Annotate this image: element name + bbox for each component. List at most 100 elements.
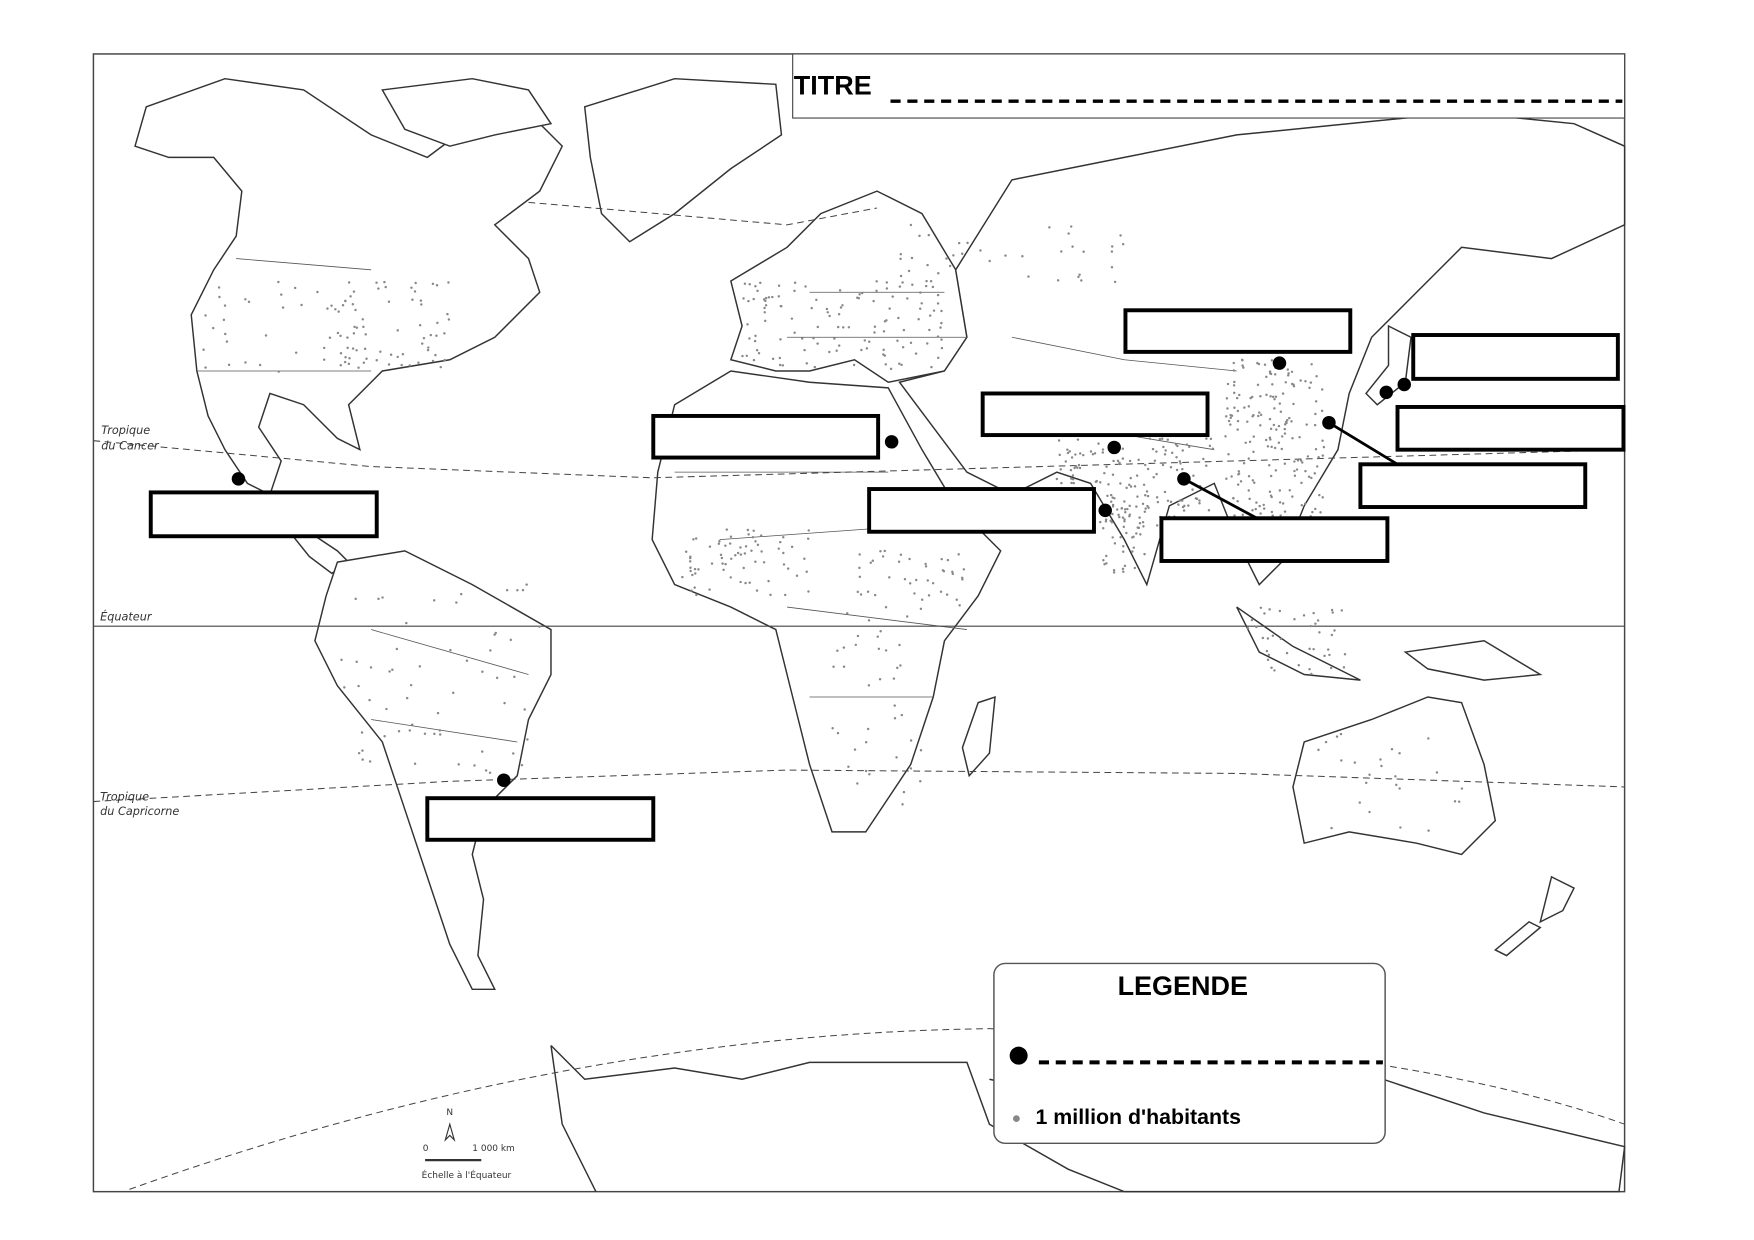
- population-dot: [1082, 453, 1085, 457]
- population-dot: [695, 593, 698, 597]
- population-dot: [919, 779, 922, 783]
- population-dot: [847, 326, 851, 329]
- population-dot: [420, 303, 423, 306]
- population-dot: [1057, 439, 1061, 442]
- label-box-6[interactable]: [1123, 308, 1353, 354]
- population-dot: [1268, 436, 1272, 440]
- population-dot: [1102, 558, 1105, 562]
- population-dot: [1274, 395, 1278, 398]
- population-dot: [1277, 441, 1281, 444]
- label-box-1[interactable]: [148, 490, 379, 539]
- population-dot: [1170, 451, 1174, 455]
- population-dot: [877, 647, 881, 651]
- population-dot: [1270, 359, 1274, 362]
- scale-caption: Échelle à l'Équateur: [422, 1169, 512, 1181]
- population-dot: [1144, 494, 1147, 497]
- population-dot: [957, 553, 960, 556]
- label-box-2[interactable]: [425, 796, 656, 842]
- population-dot: [1064, 460, 1068, 463]
- population-dot: [1209, 437, 1213, 441]
- population-dot: [1066, 448, 1069, 451]
- population-dot: [1256, 383, 1260, 387]
- population-dot: [1155, 496, 1159, 499]
- population-dot: [805, 570, 808, 573]
- label-box-3[interactable]: [651, 413, 881, 460]
- label-box-5[interactable]: [980, 391, 1210, 438]
- population-dot: [779, 304, 783, 308]
- population-dot: [1229, 416, 1232, 420]
- population-dot: [1295, 468, 1299, 471]
- population-dot: [1071, 474, 1075, 477]
- population-dot: [1066, 451, 1070, 455]
- city-dot-mexico: [231, 472, 246, 486]
- population-dot: [346, 336, 349, 339]
- population-dot: [856, 782, 859, 785]
- population-dot: [347, 362, 351, 366]
- population-dot: [1330, 633, 1334, 637]
- population-dot: [1113, 280, 1117, 284]
- population-dot: [455, 601, 458, 604]
- population-dot: [419, 299, 423, 302]
- population-dot: [1121, 242, 1125, 246]
- population-dot: [377, 287, 380, 290]
- label-box-10[interactable]: [1159, 516, 1390, 563]
- population-dot: [1283, 510, 1287, 513]
- equator-label: Équateur: [100, 611, 153, 624]
- population-dot: [438, 729, 442, 732]
- population-dot: [520, 763, 524, 767]
- population-dot: [816, 325, 820, 329]
- population-dot: [842, 646, 846, 649]
- population-dot: [903, 577, 907, 581]
- population-dot: [449, 648, 452, 652]
- population-dot: [362, 361, 366, 364]
- population-dot: [1243, 406, 1246, 409]
- population-dot: [1310, 476, 1313, 480]
- city-dot-delhi: [1107, 440, 1121, 455]
- population-dot: [718, 540, 721, 543]
- population-dot: [1233, 406, 1236, 410]
- population-dot: [931, 285, 935, 289]
- label-box-7[interactable]: [1411, 333, 1620, 381]
- population-dot: [446, 312, 449, 316]
- population-dot: [1232, 384, 1236, 387]
- title-label: TITRE: [794, 70, 872, 100]
- population-dot: [1129, 476, 1132, 480]
- population-dot: [363, 347, 367, 351]
- population-dot: [1284, 381, 1288, 384]
- population-dot: [1068, 450, 1071, 453]
- label-box-8[interactable]: [1395, 404, 1626, 452]
- population-dot: [863, 339, 867, 342]
- population-dot: [859, 593, 863, 596]
- population-dot: [438, 733, 442, 736]
- population-dot: [900, 713, 904, 717]
- population-dot: [756, 289, 759, 293]
- population-dot: [847, 765, 850, 768]
- population-dot: [856, 590, 860, 594]
- population-dot: [1427, 829, 1430, 832]
- population-dot: [755, 348, 759, 352]
- population-dot: [1258, 504, 1261, 508]
- population-dot: [734, 554, 737, 557]
- population-dot: [1320, 388, 1324, 391]
- population-dot: [1144, 463, 1147, 467]
- label-boxes: [148, 308, 1626, 842]
- population-dot: [777, 547, 781, 550]
- connector-line-kolkata: [1183, 477, 1258, 520]
- population-dot: [414, 281, 417, 285]
- population-dot: [1269, 494, 1273, 497]
- label-box-9[interactable]: [1358, 462, 1588, 509]
- population-dot: [1290, 420, 1293, 423]
- population-dot: [1119, 482, 1122, 485]
- population-dot: [957, 241, 961, 245]
- population-dot: [899, 252, 903, 256]
- population-dot: [757, 352, 761, 355]
- population-dot: [1225, 477, 1228, 481]
- population-dot: [925, 279, 928, 283]
- population-dot: [1103, 471, 1106, 475]
- population-dot: [719, 553, 723, 557]
- population-dot: [1166, 438, 1169, 441]
- population-dot: [1251, 509, 1254, 512]
- population-dot: [747, 533, 750, 536]
- label-box-4[interactable]: [867, 487, 1096, 534]
- population-dot: [1227, 453, 1230, 456]
